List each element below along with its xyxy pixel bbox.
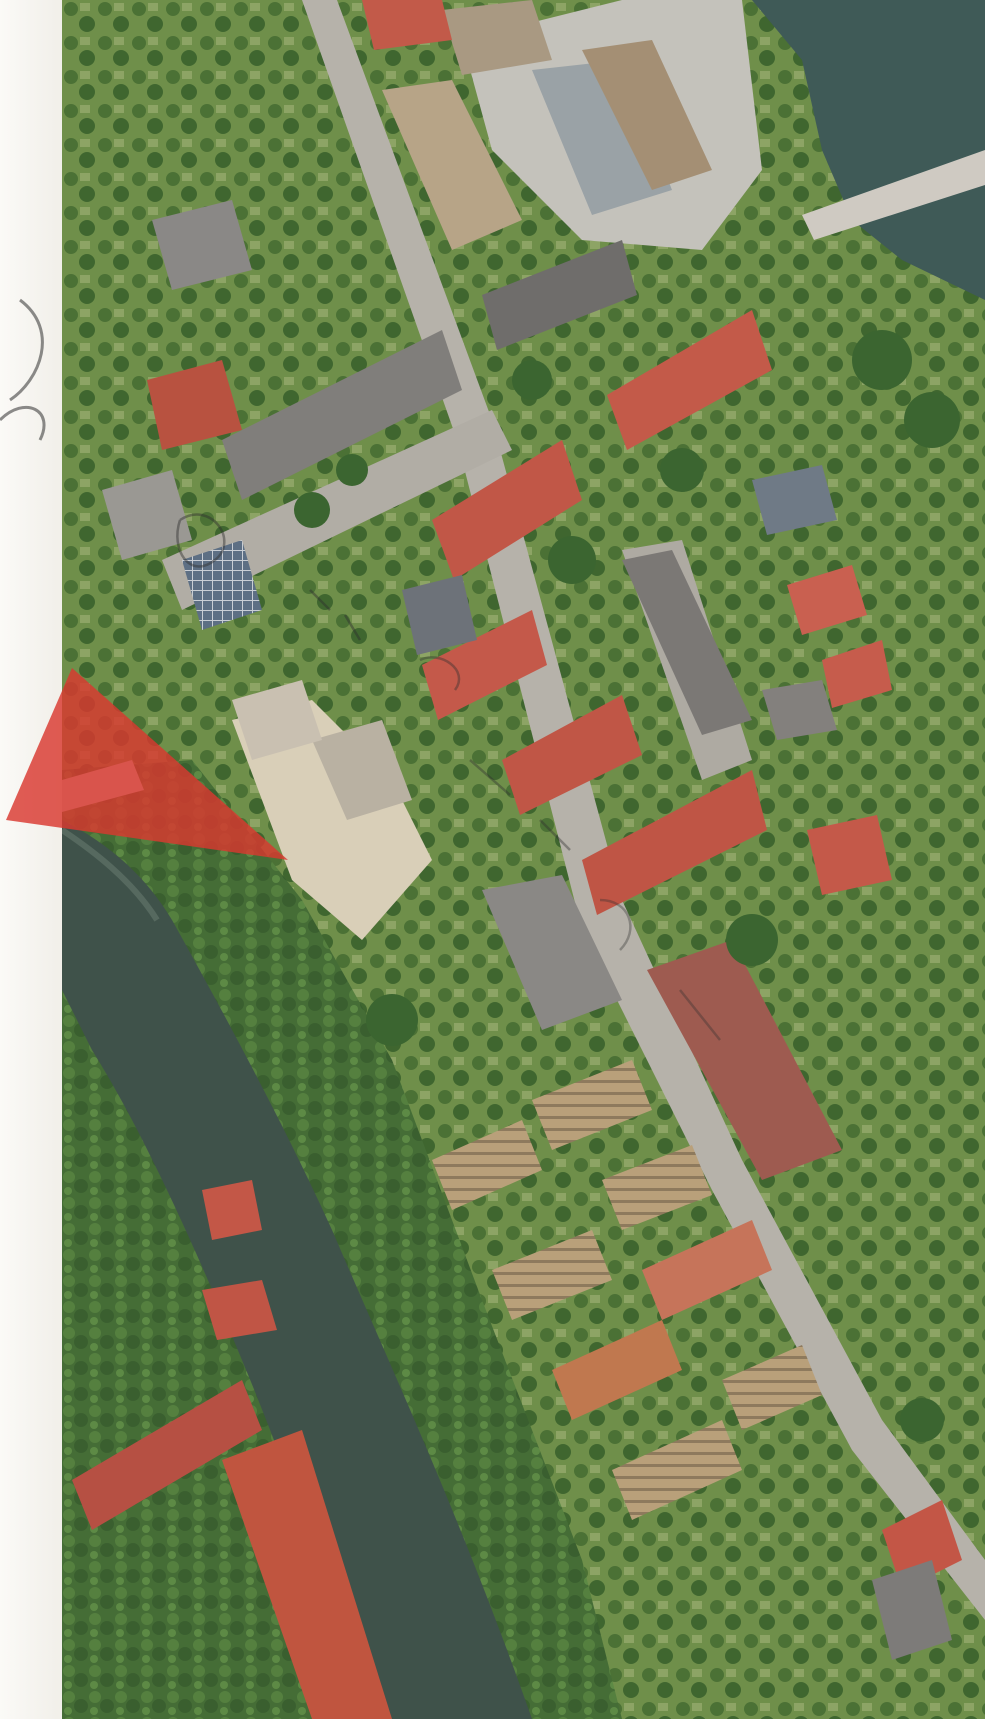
grey-roof-buildings: [102, 200, 952, 1660]
main-road: [302, 0, 985, 1620]
aerial-map-canvas: [62, 0, 985, 1719]
concrete-slab: [532, 60, 672, 215]
aerial-map[interactable]: [62, 0, 985, 1719]
page-margin: [0, 0, 62, 1719]
building-under-construction-3: [582, 40, 712, 190]
river-upper: [752, 0, 985, 300]
bridge-upper: [802, 150, 985, 240]
cross-road: [162, 410, 512, 610]
building-under-construction-2: [442, 0, 552, 75]
river-water: [62, 820, 532, 1719]
row-houses: [432, 1060, 822, 1520]
building-under-construction: [382, 80, 522, 250]
red-roof-blocks: [72, 0, 962, 1719]
scaffold-structure: [312, 720, 412, 820]
tree-clusters: [294, 330, 960, 1442]
